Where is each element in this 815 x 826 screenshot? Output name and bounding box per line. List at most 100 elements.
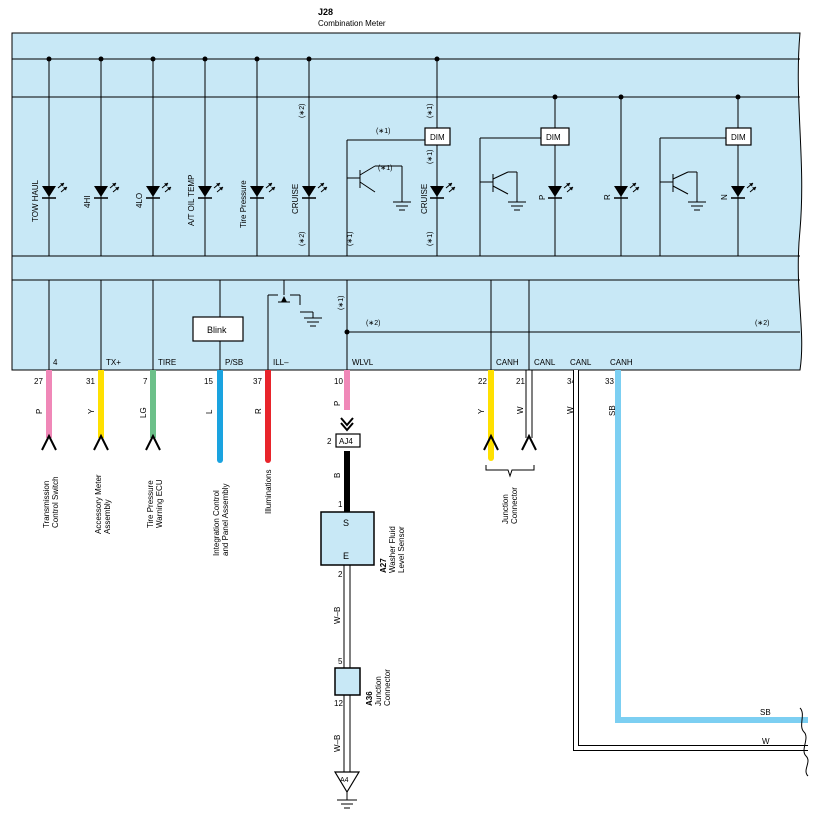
aj4-pin-out: 1 [338,500,343,509]
destination-label: Transmission [42,481,51,528]
terminal-labels: 4 TX+ TIRE P/SB ILL– WLVL CANH CANL CANL… [53,358,633,367]
pin-numbers: 27 31 7 15 37 10 22 21 34 33 [34,377,614,386]
dim-label: DIM [731,133,746,142]
terminal-label: ILL– [273,358,289,367]
wire-color-label: LG [139,407,148,418]
note-mark: (∗1) [347,232,354,246]
wire-color-label: P [333,401,342,406]
a36-pin-in: 5 [338,657,343,666]
dim-box: DIM [424,127,451,146]
wire-color-label: W [516,406,525,414]
led-icon [42,182,68,199]
a27-pin-e: 2 [338,570,343,579]
a36-connector: 5 12 A36 Junction Connector W–B [333,657,392,752]
indicator-label: A/T OIL TEMP [187,175,196,226]
wire-color-label: L [205,409,214,414]
junction-dot [344,329,350,335]
dim-box: DIM [540,127,570,146]
indicator-label: TOW HAUL [31,179,40,222]
terminal-label: CANL [534,358,556,367]
terminal-label: CANH [496,358,519,367]
mosfet-arrow [281,296,287,302]
pin-number: 22 [478,377,487,386]
indicator-label: R [603,194,612,200]
a27-wire: W–B [333,607,342,624]
wire-color-label: R [254,408,263,414]
wire-color-label: SB [760,708,771,717]
led-symbols [42,182,757,199]
transistor-symbol [660,171,706,211]
led-icon [94,182,120,199]
meter-name: Combination Meter [318,19,386,28]
note-mark: (∗1) [378,165,392,172]
pin-number: 15 [204,377,213,386]
a36-name: Junction [374,676,383,706]
terminal-label: TX+ [106,358,121,367]
indicator-labels: TOW HAUL 4HI 4LO A/T OIL TEMP Tire Press… [31,175,729,228]
dim-label: DIM [546,133,561,142]
wire-color-label: SB [608,405,617,416]
note-mark: (∗1) [427,150,434,164]
wire-break-mark [799,707,809,777]
destination-labels: Transmission Control Switch Accessory Me… [42,470,519,556]
led-circuits [48,59,739,256]
destination-label: Warning ECU [155,479,164,528]
a27-code: A27 [379,558,388,573]
destination-label: Accessory Meter [94,474,103,534]
indicator-label: 4HI [83,196,92,208]
pin-number: 7 [143,377,148,386]
transistor-symbol [480,171,526,211]
destination-label: Control Switch [51,476,60,528]
indicator-label: 4LO [135,193,144,208]
blink-label: Blink [207,325,227,335]
indicator-label: P [538,195,547,200]
wire-ends [217,455,494,463]
terminal-label: TIRE [158,358,176,367]
note-mark: (∗1) [427,104,434,118]
terminal-label: CANL [570,358,592,367]
pin-number: 31 [86,377,95,386]
led-icon [146,182,172,199]
note-mark: (∗1) [427,232,434,246]
led-icon [430,182,456,199]
connector-arrows [41,417,537,451]
a27-sensor: S E A27 Washer Fluid Level Sensor 2 W–B [320,511,406,624]
pin-number: 27 [34,377,43,386]
note-mark: (∗2) [755,320,769,327]
indicator-label: CRUISE [420,184,429,214]
wire-color-label: W [566,406,575,414]
wire-color-label: W [762,737,770,746]
aj4-connector: AJ4 2 B 1 [327,433,361,509]
aj4-wire: B [333,473,342,478]
a36-code: A36 [365,691,374,706]
a36-pin-out: 12 [334,699,343,708]
junction-dots [46,56,741,100]
led-icon [548,182,574,199]
transistor-symbol [347,165,411,211]
terminal-label: CANH [610,358,633,367]
ground-a4: A4 [333,771,361,809]
destination-label: Junction [501,494,510,524]
terminal-label: WLVL [352,358,374,367]
led-icon [250,182,276,199]
aj4-pin-in: 2 [327,437,332,446]
wire-color-label: P [35,409,44,414]
ground-code: A4 [340,777,349,784]
pin-number: 37 [253,377,262,386]
note-mark: (∗1) [338,296,345,310]
a27-name: Level Sensor [397,526,406,573]
led-icon [302,182,328,199]
terminal-label: P/SB [225,358,243,367]
dim-box: DIM [725,127,752,146]
destination-label: Integration Control [212,490,221,556]
pin-number: 34 [567,377,576,386]
a27-term-e: E [343,551,349,561]
junction-brace [485,465,535,478]
lower-circuits [48,280,800,370]
pin-number: 21 [516,377,525,386]
meter-code: J28 [318,7,333,17]
a27-term-s: S [343,518,349,528]
blink-box: Blink [192,316,244,342]
wire-color-labels: P Y LG L R P Y W W SB SB W [35,401,771,746]
